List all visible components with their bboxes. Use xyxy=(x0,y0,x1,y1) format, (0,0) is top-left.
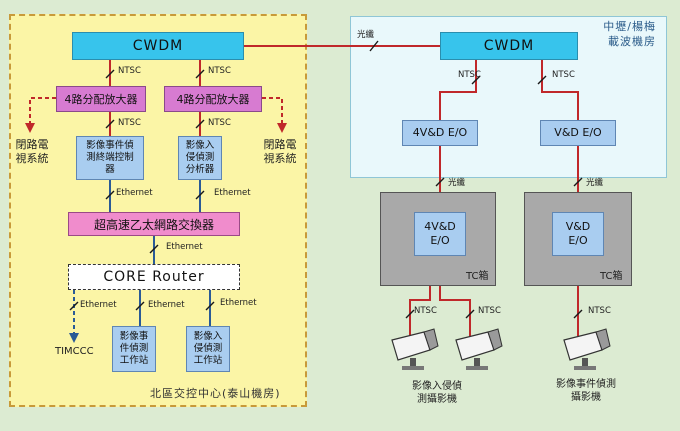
tick-trunk xyxy=(369,40,379,52)
ethernet-label-controller: Ethernet xyxy=(116,188,153,198)
ntsc-label-dev-left: NTSC xyxy=(118,118,141,128)
intrusion-camera-left-icon xyxy=(391,328,439,370)
trunk-fiber-label: 光纖 xyxy=(357,30,375,40)
ethernet-switch: 超高速乙太網路交換器 xyxy=(68,212,240,236)
tc-eo-right-line2: E/O xyxy=(568,234,588,247)
tc-eo-right-line1: V&D xyxy=(565,220,591,233)
tick-amp-right xyxy=(195,69,205,79)
cctv-left-arrow-line xyxy=(25,97,56,133)
tick-cam-right xyxy=(573,309,583,319)
ethernet-label-switch: Ethernet xyxy=(166,242,203,252)
amplifier-right: 4路分配放大器 xyxy=(164,86,262,112)
tick-fiber-right xyxy=(573,177,583,187)
cctv-system-left: 閉路電視系統 xyxy=(15,138,49,165)
ntsc-label-amp-left: NTSC xyxy=(118,66,141,76)
ethernet-label-ws-right: Ethernet xyxy=(220,298,257,308)
event-detection-controller: 影像事件偵測終端控制器 xyxy=(76,136,144,180)
ethernet-label-ws-left: Ethernet xyxy=(148,300,185,310)
tick-dev-right xyxy=(195,119,205,129)
south-ntsc-left xyxy=(439,60,477,120)
tick-eth-ws-left xyxy=(135,301,145,311)
north-control-center-panel xyxy=(9,14,307,407)
tick-eth-switch xyxy=(149,244,159,254)
north-cwdm: CWDM xyxy=(72,32,244,60)
tc-cabinet-right-label: TC箱 xyxy=(600,271,623,282)
tick-eth-right xyxy=(195,190,205,200)
ntsc-label-south-left: NTSC xyxy=(458,70,481,80)
core-router: CORE Router xyxy=(68,264,240,290)
eo-converter-left: 4V&D E/O xyxy=(402,120,478,146)
intrusion-camera-caption: 影像入侵偵測攝影機 xyxy=(412,381,462,405)
tick-eth-timccc xyxy=(69,301,79,311)
tick-south-right xyxy=(537,75,547,85)
ntsc-label-cam-middle: NTSC xyxy=(478,306,501,316)
south-cwdm: CWDM xyxy=(440,32,578,60)
tick-amp-left xyxy=(105,69,115,79)
fiber-label-right: 光纖 xyxy=(586,178,604,188)
tick-eth-ws-right xyxy=(205,301,215,311)
timccc-label: TIMCCC xyxy=(55,346,94,357)
tc-cabinet-left-label: TC箱 xyxy=(466,271,489,282)
amplifier-left: 4路分配放大器 xyxy=(56,86,146,112)
event-camera-icon xyxy=(563,328,611,370)
eo-converter-right: V&D E/O xyxy=(540,120,616,146)
tick-fiber-left xyxy=(435,177,445,187)
tick-cam-left xyxy=(405,309,415,319)
south-ntsc-right xyxy=(541,60,579,120)
intrusion-detection-workstation: 影像入侵偵測工作站 xyxy=(186,326,230,372)
ntsc-label-south-right: NTSC xyxy=(552,70,575,80)
ntsc-label-cam-right: NTSC xyxy=(588,306,611,316)
tick-south-left xyxy=(471,75,481,85)
carrier-room-title-line2: 載波機房 xyxy=(608,35,656,48)
fiber-label-left: 光纖 xyxy=(448,178,466,188)
ethernet-label-timccc: Ethernet xyxy=(80,300,117,310)
cctv-system-right: 閉路電視系統 xyxy=(263,138,297,165)
tick-cam-middle xyxy=(465,309,475,319)
carrier-room-title-line1: 中壢/楊梅 xyxy=(603,20,656,33)
ntsc-label-dev-right: NTSC xyxy=(208,118,231,128)
intrusion-camera-right-icon xyxy=(455,328,503,370)
ntsc-label-cam-left: NTSC xyxy=(414,306,437,316)
ntsc-label-amp-right: NTSC xyxy=(208,66,231,76)
cctv-right-arrow-line xyxy=(262,97,287,133)
intrusion-detection-analyzer: 影像入侵偵測分析器 xyxy=(178,136,222,180)
event-camera-caption: 影像事件偵測攝影機 xyxy=(556,379,616,403)
event-detection-workstation: 影像事件偵測工作站 xyxy=(112,326,156,372)
tick-dev-left xyxy=(105,119,115,129)
tc-eo-right: V&D E/O xyxy=(552,212,604,256)
tick-eth-left xyxy=(105,190,115,200)
ethernet-label-analyzer: Ethernet xyxy=(214,188,251,198)
north-center-title: 北區交控中心(泰山機房) xyxy=(150,387,281,400)
tc-eo-left: 4V&D E/O xyxy=(414,212,466,256)
tc-cabinet-left xyxy=(380,192,496,286)
tc-eo-left-line1: 4V&D xyxy=(424,220,456,233)
tc-eo-left-line2: E/O xyxy=(430,234,450,247)
